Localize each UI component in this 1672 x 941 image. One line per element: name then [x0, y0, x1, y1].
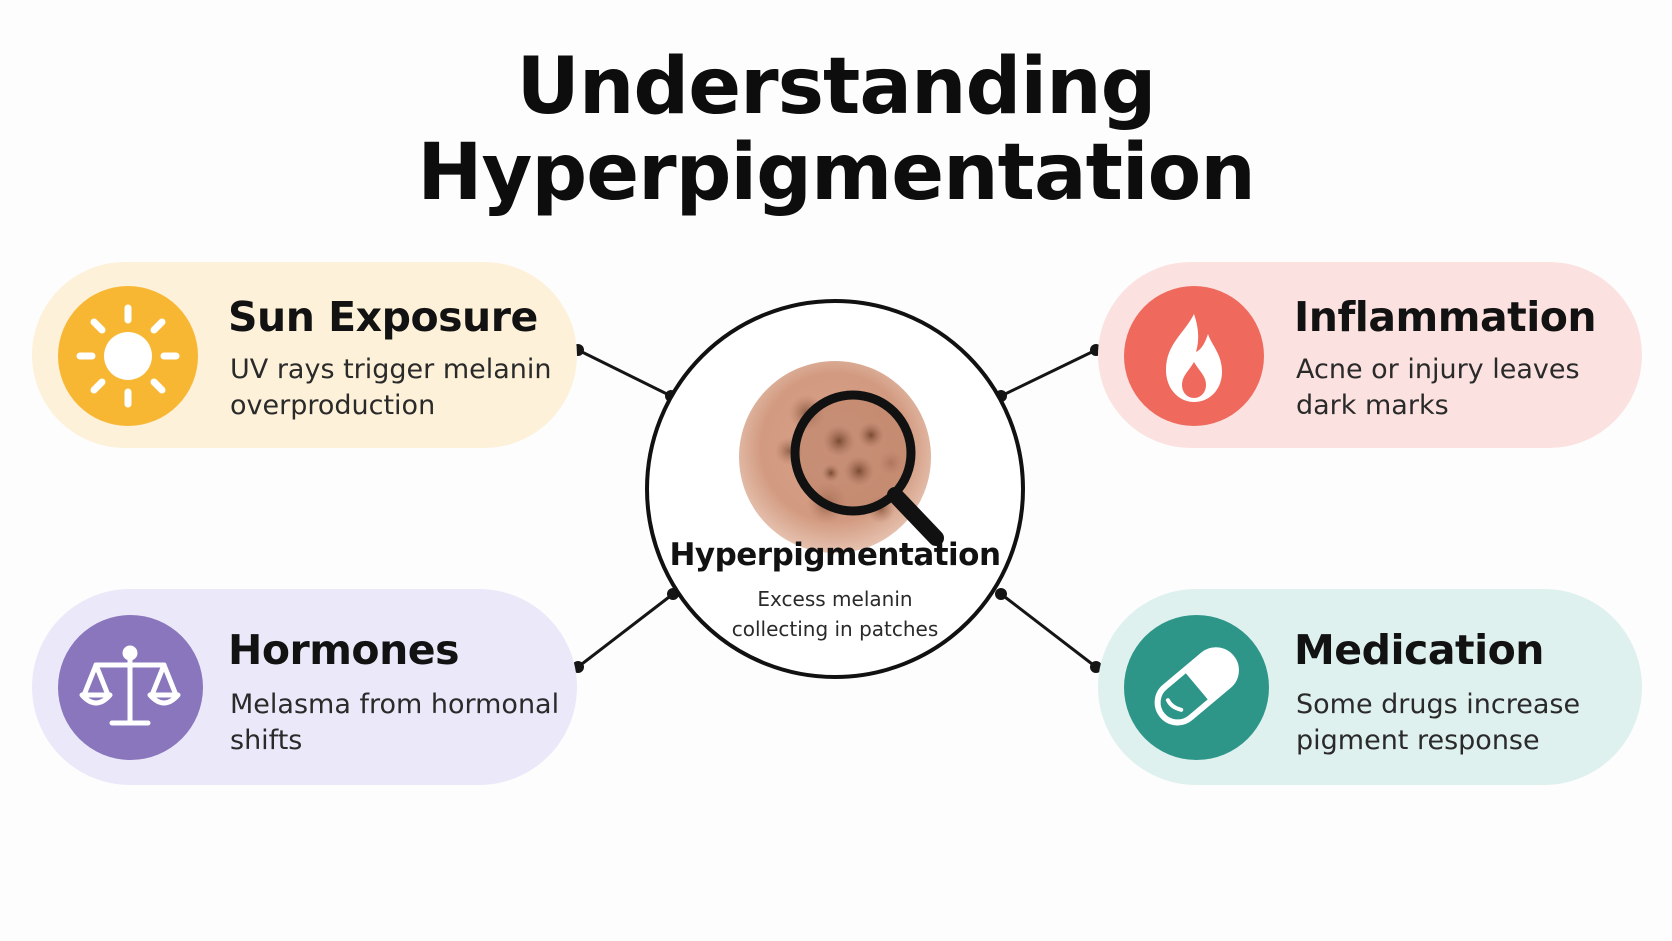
connector-hormones: [577, 592, 674, 669]
connector-medication: [1000, 592, 1097, 669]
connector-sun: [577, 348, 672, 398]
flame-icon: [1166, 314, 1222, 402]
flame-icon-badge: [1124, 286, 1264, 426]
factor-title: Inflammation: [1294, 293, 1597, 341]
balance-scale-icon: [79, 645, 181, 726]
factor-title: Medication: [1294, 626, 1545, 674]
capsule-icon-badge: [1124, 615, 1269, 760]
balance-scale-icon-badge: [58, 615, 203, 760]
factor-description: Acne or injury leaves dark marks: [1296, 354, 1580, 421]
center-description: Excess melanin collecting in patches: [731, 587, 939, 641]
factor-card-sun-exposure: Sun Exposure UV rays trigger melanin ove…: [32, 262, 577, 448]
factor-title: Sun Exposure: [228, 293, 538, 341]
factor-card-hormones: Hormones Melasma from hormonal shifts: [32, 589, 577, 785]
center-title: Hyperpigmentation: [669, 537, 1001, 573]
factor-description: Melasma from hormonal shifts: [230, 689, 560, 756]
factor-description: UV rays trigger melanin overproduction: [230, 354, 552, 421]
center-hub: Hyperpigmentation Excess melanin collect…: [645, 299, 1025, 679]
sun-icon-badge: [58, 286, 198, 426]
magnifying-glass-icon: [739, 361, 944, 553]
capsule-icon: [1154, 647, 1239, 726]
factor-description: Some drugs increase pigment response: [1296, 689, 1581, 756]
factor-card-inflammation: Inflammation Acne or injury leaves dark …: [1098, 262, 1642, 448]
page-title-line-2: Hyperpigmentation: [417, 128, 1256, 218]
connector-dot: [995, 588, 1007, 600]
page-title-line-1: Understanding: [516, 42, 1157, 132]
factor-title: Hormones: [228, 626, 460, 674]
connector-inflammation: [1000, 348, 1097, 398]
factor-card-medication: Medication Some drugs increase pigment r…: [1098, 589, 1642, 785]
sun-icon: [76, 304, 180, 408]
page-title: Understanding Hyperpigmentation: [0, 44, 1672, 216]
